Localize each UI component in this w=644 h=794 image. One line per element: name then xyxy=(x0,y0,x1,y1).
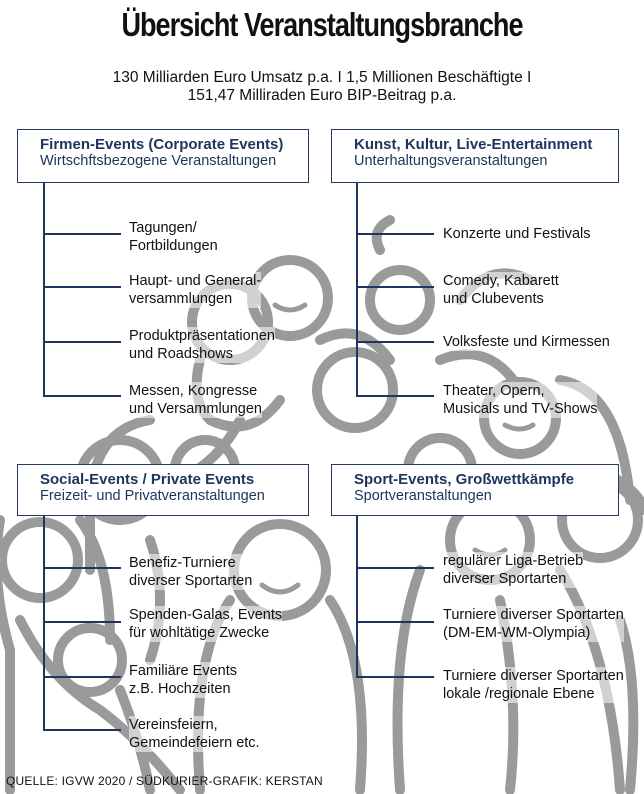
category-subtitle: Freizeit- und Privatveranstaltungen xyxy=(40,488,265,504)
tree-branch xyxy=(43,729,121,731)
category-title: Kunst, Kultur, Live-Entertainment xyxy=(354,136,593,153)
tree-branch xyxy=(356,567,434,569)
category-subtitle: Unterhaltungsveranstaltungen xyxy=(354,153,548,169)
industry-stats: 130 Milliarden Euro Umsatz p.a. I 1,5 Mi… xyxy=(0,69,644,105)
tree-branch xyxy=(356,621,434,623)
tree-branch xyxy=(356,676,434,678)
tree-trunk xyxy=(356,183,358,395)
tree-branch xyxy=(356,341,434,343)
category-subtitle: Sportveranstaltungen xyxy=(354,488,492,504)
list-item: Turniere diverser Sportarten(DM-EM-WM-Ol… xyxy=(443,606,624,642)
tree-branch xyxy=(43,676,121,678)
category-box-corporate-events: Firmen-Events (Corporate Events) Wirtsch… xyxy=(17,129,309,183)
tree-trunk xyxy=(43,516,45,730)
category-box-culture-entertainment: Kunst, Kultur, Live-Entertainment Unterh… xyxy=(331,129,619,183)
tree-branch xyxy=(43,567,121,569)
stats-line-2: 151,47 Milliraden Euro BIP-Beitrag p.a. xyxy=(187,87,457,104)
tree-branch xyxy=(43,621,121,623)
tree-branch xyxy=(43,233,121,235)
page-title: Übersicht Veranstaltungsbranche xyxy=(121,6,523,43)
category-subtitle: Wirtschftsbezogene Veranstaltungen xyxy=(40,153,277,169)
list-item: Konzerte und Festivals xyxy=(443,225,591,243)
category-title: Sport-Events, Großwettkämpfe xyxy=(354,471,575,488)
category-title: Firmen-Events (Corporate Events) xyxy=(40,136,284,153)
category-box-sport-events: Sport-Events, Großwettkämpfe Sportverans… xyxy=(331,464,619,516)
tree-branch xyxy=(356,286,434,288)
tree-trunk xyxy=(356,516,358,676)
list-item: Vereinsfeiern,Gemeindefeiern etc. xyxy=(129,716,260,752)
category-box-social-events: Social-Events / Private Events Freizeit-… xyxy=(17,464,309,516)
tree-branch xyxy=(43,341,121,343)
tree-branch xyxy=(356,233,434,235)
list-item: Tagungen/Fortbildungen xyxy=(129,219,218,255)
tree-branch xyxy=(43,395,121,397)
tree-trunk xyxy=(43,183,45,395)
source-credit: QUELLE: IGVW 2020 / SÜDKURIER-GRAFIK: KE… xyxy=(6,774,323,788)
tree-branch xyxy=(356,395,434,397)
stats-line-1: 130 Milliarden Euro Umsatz p.a. I 1,5 Mi… xyxy=(112,69,532,86)
list-item: Haupt- und General-versammlungen xyxy=(129,272,262,308)
list-item: Volksfeste und Kirmessen xyxy=(443,333,610,351)
tree-branch xyxy=(43,286,121,288)
category-title: Social-Events / Private Events xyxy=(40,471,255,488)
list-item: Theater, Opern,Musicals und TV-Shows xyxy=(443,382,598,418)
